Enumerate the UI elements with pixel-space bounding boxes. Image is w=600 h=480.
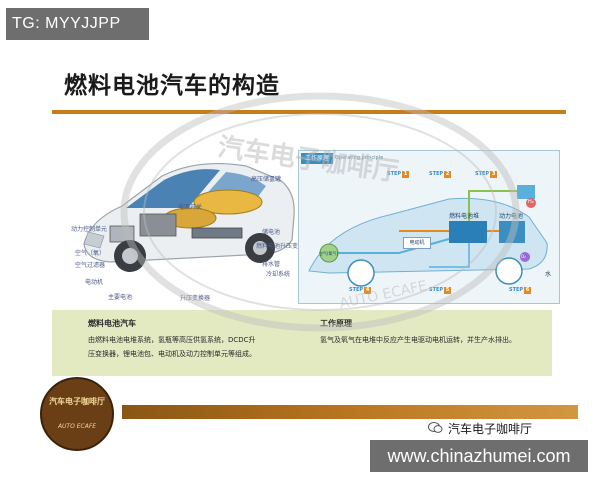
car-label: 储电池 [262, 229, 281, 236]
car-label: 电源开关 [178, 204, 203, 211]
car-label: 主要电池 [108, 294, 133, 301]
car-label: 高压储氢罐 [251, 176, 282, 183]
brand-name: 汽车电子咖啡厅 [448, 422, 533, 436]
o2-label: O₂ [521, 254, 526, 259]
car-label: 排水管 [262, 261, 281, 268]
info-left-line: 压变换器，锂电池包、电动机及动力控制单元等组成。 [88, 350, 256, 358]
info-left-line: 由燃料电池电堆系统，氢瓶等高压供氢系统，DCDC升 [88, 336, 256, 344]
h2-label: H₂ [528, 199, 534, 205]
tg-tag: TG: MYYJJPP [6, 8, 149, 40]
info-box: 燃料电池汽车 由燃料电池电堆系统，氢瓶等高压供氢系统，DCDC升 压变换器，锂电… [52, 310, 552, 376]
car-label: 燃料电池升压变换器 [256, 243, 311, 250]
info-right-heading: 工作原理 [320, 319, 352, 328]
diagram-tab: 工作原理 [301, 153, 334, 164]
car-label: 动力控制单元 [71, 226, 108, 233]
stack-label: 燃料电池堆 [449, 213, 480, 220]
logo-text: 汽车电子咖啡厅 [49, 397, 105, 406]
brand-logo: 汽车电子咖啡厅 AUTO ECAFE [40, 377, 114, 451]
car-label: 升压变换器 [180, 295, 211, 302]
url-tag: www.chinazhumei.com [370, 440, 588, 472]
air-label: 空气(氧气) [319, 251, 339, 256]
battery-label: 动力电池 [499, 213, 524, 220]
info-left-heading: 燃料电池汽车 [88, 319, 136, 328]
brand-bar [122, 405, 578, 419]
title-rule [52, 110, 566, 114]
car-label: 空气（氧） [75, 250, 106, 257]
motor-box: 电动机 [403, 237, 431, 249]
water-label: 水 [545, 271, 552, 278]
car-illustration [83, 162, 295, 272]
diagram-tab-subtitle: Operating principle [335, 155, 384, 161]
car-label: 冷却系统 [266, 271, 291, 278]
car-label: 空气过滤器 [75, 262, 106, 269]
diagram-flow-graphic [308, 185, 548, 287]
info-right-line: 氢气及氧气在电堆中反应产生电驱动电机运转，并生产水排出。 [320, 336, 516, 344]
wechat-icon [428, 422, 443, 433]
slide-title: 燃料电池汽车的构造 [64, 73, 280, 99]
car-label: 电动机 [85, 279, 104, 286]
logo-subtext: AUTO ECAFE [57, 423, 97, 430]
slide: 燃料电池汽车的构造 动力控制单元 空气（氧） 空气过滤器 电动机 主要电池 升压… [30, 52, 578, 451]
